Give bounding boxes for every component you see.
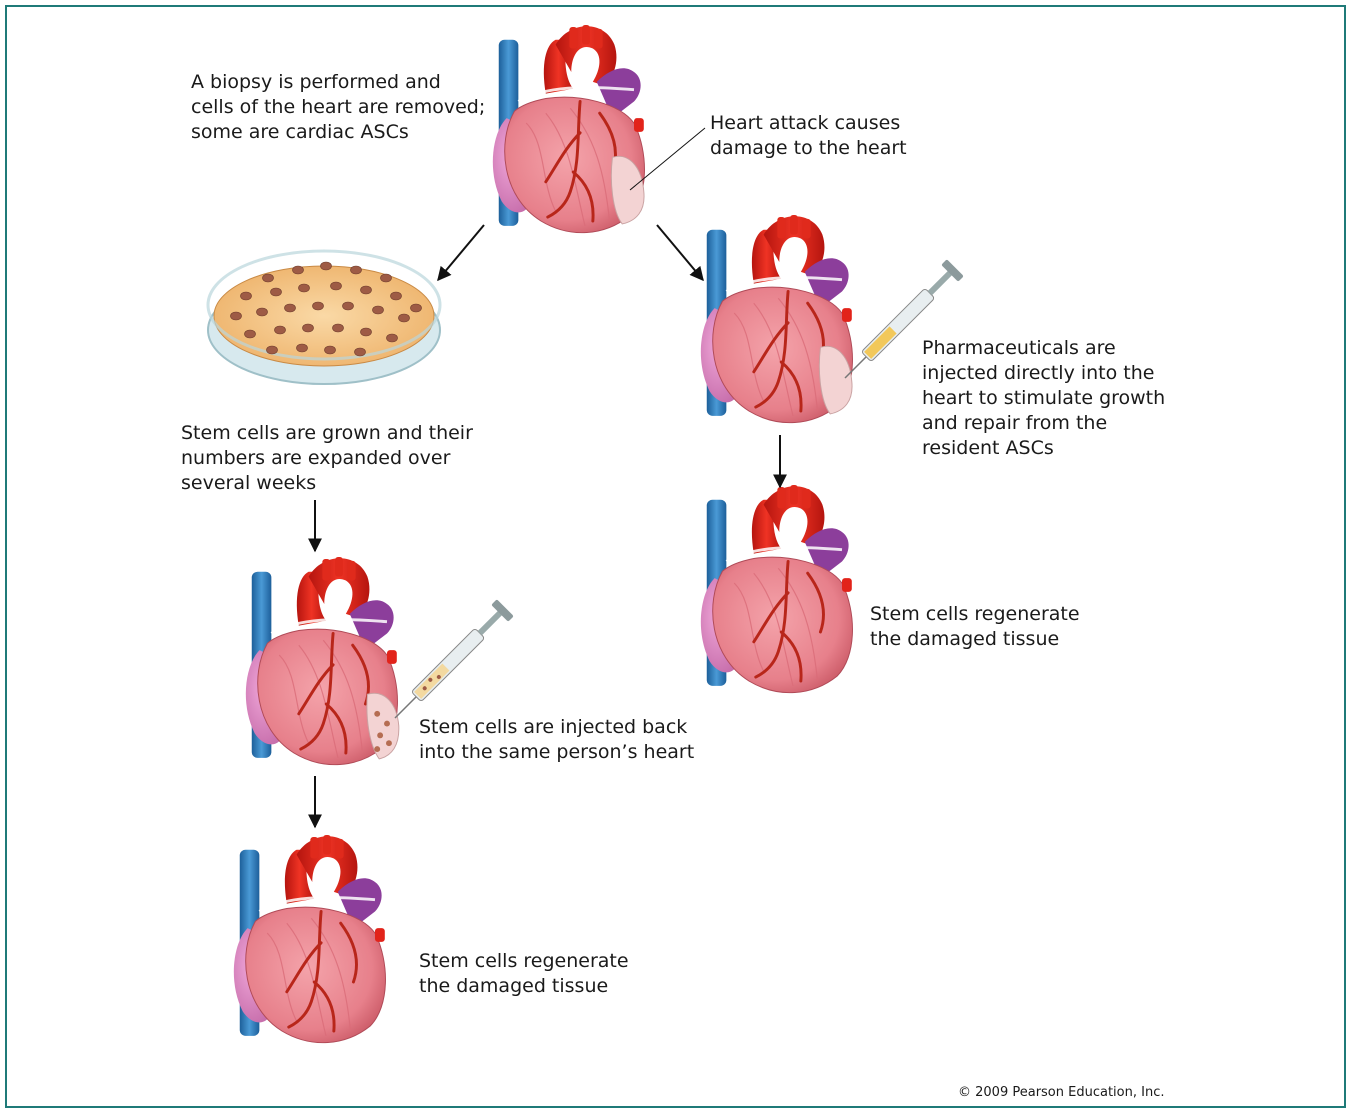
stem-cell: [333, 324, 344, 332]
stem-cell: [411, 304, 422, 312]
stem-cell: [275, 326, 286, 334]
stem-cell: [351, 266, 362, 274]
heart-regenerated-left: [234, 835, 386, 1043]
stem-cell: [321, 262, 332, 270]
stem-cell: [355, 348, 366, 356]
stem-cell: [325, 346, 336, 354]
syringe-icon-cells: [387, 599, 514, 726]
stem-cell: [399, 314, 410, 322]
arrow-to-pharma: [657, 225, 703, 280]
stem-cell: [387, 334, 398, 342]
label-injected-back: Stem cells are injected back into the sa…: [419, 715, 694, 765]
stem-cell: [263, 274, 274, 282]
stem-cell: [297, 344, 308, 352]
stem-cell: [373, 306, 384, 314]
label-heart-attack: Heart attack causes damage to the heart: [710, 111, 907, 161]
stem-cell: [267, 346, 278, 354]
copyright-text: © 2009 Pearson Education, Inc.: [958, 1085, 1164, 1100]
petri-dish: [208, 251, 440, 384]
stem-cell: [361, 286, 372, 294]
label-regenerate-left: Stem cells regenerate the damaged tissue: [419, 949, 629, 999]
stem-cell: [361, 328, 372, 336]
stem-cell: [285, 304, 296, 312]
stem-cell: [313, 302, 324, 310]
label-biopsy: A biopsy is performed and cells of the h…: [191, 70, 485, 145]
stem-cell: [245, 330, 256, 338]
stem-cell: [241, 292, 252, 300]
stem-cell: [257, 308, 268, 316]
stem-cell: [331, 282, 342, 290]
stem-cell: [271, 288, 282, 296]
stem-cell: [293, 266, 304, 274]
stem-cell: [381, 274, 392, 282]
arrow-to-dish: [438, 225, 484, 280]
stem-cell: [303, 324, 314, 332]
heart-pharma: [701, 215, 853, 423]
heart-injected-cells: [246, 557, 399, 765]
label-pharmaceuticals: Pharmaceuticals are injected directly in…: [922, 336, 1165, 461]
heart-regenerated-right: [701, 485, 853, 693]
stem-cell: [231, 312, 242, 320]
heart-damaged-top: [493, 25, 645, 233]
stem-cell: [343, 302, 354, 310]
label-regenerate-right: Stem cells regenerate the damaged tissue: [870, 602, 1080, 652]
stem-cell: [299, 284, 310, 292]
stem-cell: [391, 292, 402, 300]
label-cells-grown: Stem cells are grown and their numbers a…: [181, 421, 473, 496]
